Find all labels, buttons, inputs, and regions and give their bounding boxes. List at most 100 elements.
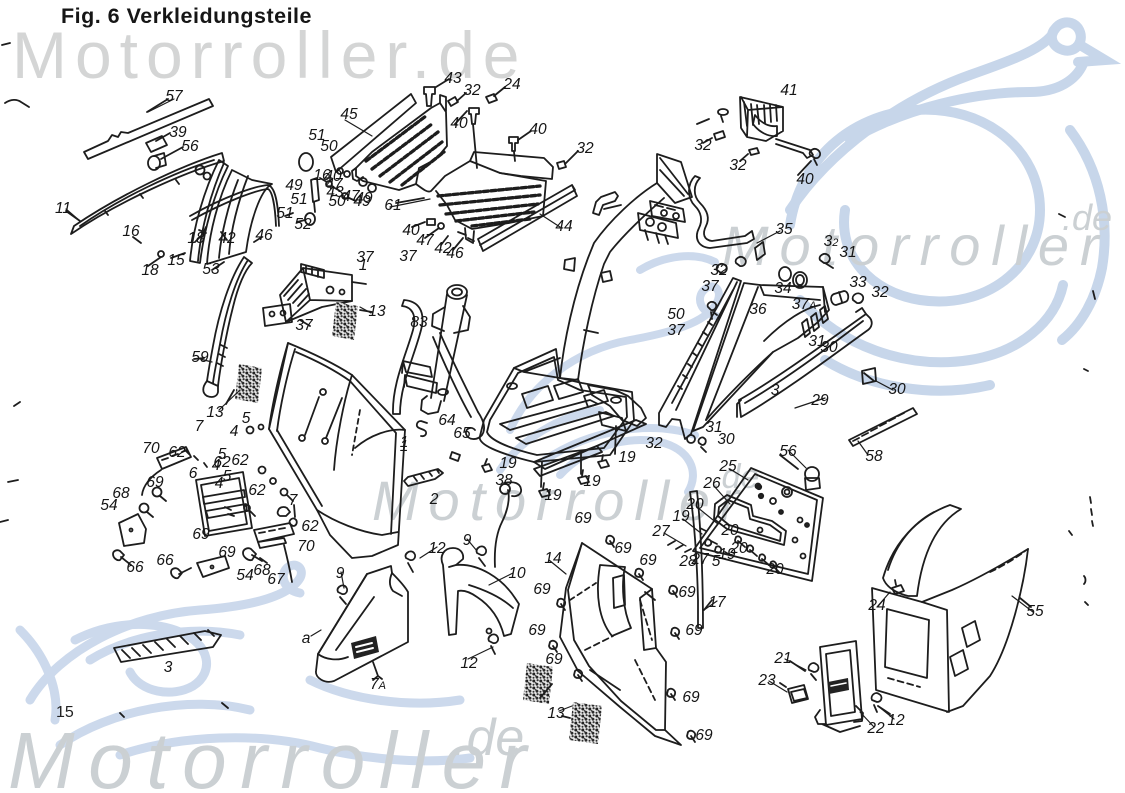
svg-text:49: 49 bbox=[355, 190, 373, 207]
svg-text:5: 5 bbox=[242, 410, 251, 427]
svg-text:6: 6 bbox=[189, 465, 198, 482]
svg-text:40: 40 bbox=[529, 121, 547, 138]
svg-text:49: 49 bbox=[285, 177, 303, 194]
svg-text:59: 59 bbox=[191, 349, 209, 366]
svg-text:1: 1 bbox=[400, 438, 409, 455]
svg-text:38: 38 bbox=[495, 472, 513, 489]
svg-text:17: 17 bbox=[708, 594, 727, 611]
svg-text:62: 62 bbox=[231, 452, 249, 469]
svg-text:27: 27 bbox=[651, 523, 671, 540]
svg-text:1: 1 bbox=[400, 434, 409, 451]
svg-text:47: 47 bbox=[342, 188, 361, 205]
svg-text:58: 58 bbox=[865, 448, 883, 465]
svg-text:27: 27 bbox=[690, 551, 710, 568]
svg-text:65: 65 bbox=[453, 425, 471, 442]
svg-text:10: 10 bbox=[508, 565, 526, 582]
svg-text:69: 69 bbox=[533, 581, 551, 598]
svg-text:37A: 37A bbox=[792, 296, 817, 313]
svg-text:56: 56 bbox=[779, 443, 797, 460]
svg-text:24: 24 bbox=[502, 76, 521, 93]
svg-text:40: 40 bbox=[324, 168, 342, 185]
svg-text:15: 15 bbox=[167, 252, 185, 269]
svg-text:31: 31 bbox=[808, 333, 825, 350]
svg-text:32: 32 bbox=[710, 262, 728, 279]
svg-text:57: 57 bbox=[165, 88, 184, 105]
svg-text:12: 12 bbox=[428, 540, 446, 557]
svg-text:21: 21 bbox=[773, 650, 791, 667]
svg-text:39: 39 bbox=[169, 124, 187, 141]
svg-text:47: 47 bbox=[416, 232, 435, 249]
svg-text:69: 69 bbox=[678, 584, 696, 601]
svg-text:43: 43 bbox=[326, 184, 344, 201]
svg-text:69: 69 bbox=[528, 622, 546, 639]
svg-text:56: 56 bbox=[181, 138, 199, 155]
svg-text:51: 51 bbox=[276, 205, 293, 222]
svg-text:31: 31 bbox=[839, 244, 856, 261]
svg-text:a: a bbox=[302, 630, 311, 647]
svg-text:33: 33 bbox=[849, 274, 867, 291]
svg-text:52: 52 bbox=[294, 216, 312, 233]
svg-text:66: 66 bbox=[126, 559, 144, 576]
svg-text:16: 16 bbox=[122, 223, 140, 240]
svg-text:62: 62 bbox=[301, 518, 319, 535]
svg-text:19: 19 bbox=[672, 508, 690, 525]
svg-text:70: 70 bbox=[297, 538, 315, 555]
svg-text:69: 69 bbox=[146, 474, 164, 491]
svg-text:12: 12 bbox=[460, 655, 478, 672]
svg-text:37: 37 bbox=[356, 249, 375, 266]
svg-text:62: 62 bbox=[168, 444, 186, 461]
svg-text:61: 61 bbox=[384, 197, 401, 214]
svg-text:20: 20 bbox=[729, 540, 748, 557]
svg-text:54: 54 bbox=[236, 567, 254, 584]
svg-text:68: 68 bbox=[112, 485, 130, 502]
svg-text:32: 32 bbox=[871, 284, 889, 301]
svg-text:14: 14 bbox=[544, 550, 562, 567]
svg-text:36: 36 bbox=[749, 301, 767, 318]
svg-text:16: 16 bbox=[313, 167, 331, 184]
svg-text:64: 64 bbox=[438, 412, 456, 429]
svg-text:69: 69 bbox=[614, 540, 632, 557]
svg-text:53: 53 bbox=[202, 261, 220, 278]
svg-text:5: 5 bbox=[218, 446, 227, 463]
svg-text:20: 20 bbox=[720, 522, 739, 539]
svg-text:69: 69 bbox=[682, 689, 700, 706]
svg-text:5: 5 bbox=[223, 468, 232, 485]
svg-text:Motorroller.de: Motorroller.de bbox=[12, 18, 528, 92]
svg-text:4: 4 bbox=[212, 457, 221, 474]
svg-text:13: 13 bbox=[547, 705, 565, 722]
svg-text:9: 9 bbox=[336, 565, 345, 582]
svg-text:50: 50 bbox=[320, 138, 338, 155]
svg-text:69: 69 bbox=[574, 510, 592, 527]
svg-text:9: 9 bbox=[463, 532, 472, 549]
svg-text:42: 42 bbox=[218, 230, 236, 247]
svg-text:37: 37 bbox=[701, 278, 720, 295]
svg-text:32: 32 bbox=[694, 137, 712, 154]
svg-text:12: 12 bbox=[887, 712, 905, 729]
svg-text:37: 37 bbox=[667, 322, 686, 339]
svg-text:13: 13 bbox=[206, 404, 224, 421]
svg-text:19: 19 bbox=[544, 487, 562, 504]
svg-text:45: 45 bbox=[340, 106, 358, 123]
svg-text:7: 7 bbox=[289, 492, 299, 509]
svg-text:20: 20 bbox=[685, 496, 704, 513]
svg-text:24: 24 bbox=[867, 597, 886, 614]
svg-text:18: 18 bbox=[187, 230, 205, 247]
svg-text:37: 37 bbox=[295, 317, 314, 334]
svg-text:69: 69 bbox=[545, 651, 563, 668]
svg-text:31: 31 bbox=[705, 419, 722, 436]
svg-text:32: 32 bbox=[824, 233, 839, 250]
svg-text:50: 50 bbox=[667, 306, 685, 323]
svg-text:34: 34 bbox=[774, 280, 792, 297]
svg-text:32: 32 bbox=[576, 140, 594, 157]
svg-text:.de: .de bbox=[452, 709, 524, 767]
svg-text:51: 51 bbox=[290, 191, 307, 208]
svg-text:44: 44 bbox=[555, 218, 573, 235]
svg-text:32: 32 bbox=[645, 435, 663, 452]
svg-text:50: 50 bbox=[328, 193, 346, 210]
svg-text:4: 4 bbox=[215, 475, 224, 492]
svg-text:68: 68 bbox=[253, 562, 271, 579]
svg-text:32: 32 bbox=[729, 157, 747, 174]
svg-text:28: 28 bbox=[678, 553, 697, 570]
svg-text:69: 69 bbox=[218, 544, 236, 561]
svg-text:19: 19 bbox=[583, 473, 601, 490]
